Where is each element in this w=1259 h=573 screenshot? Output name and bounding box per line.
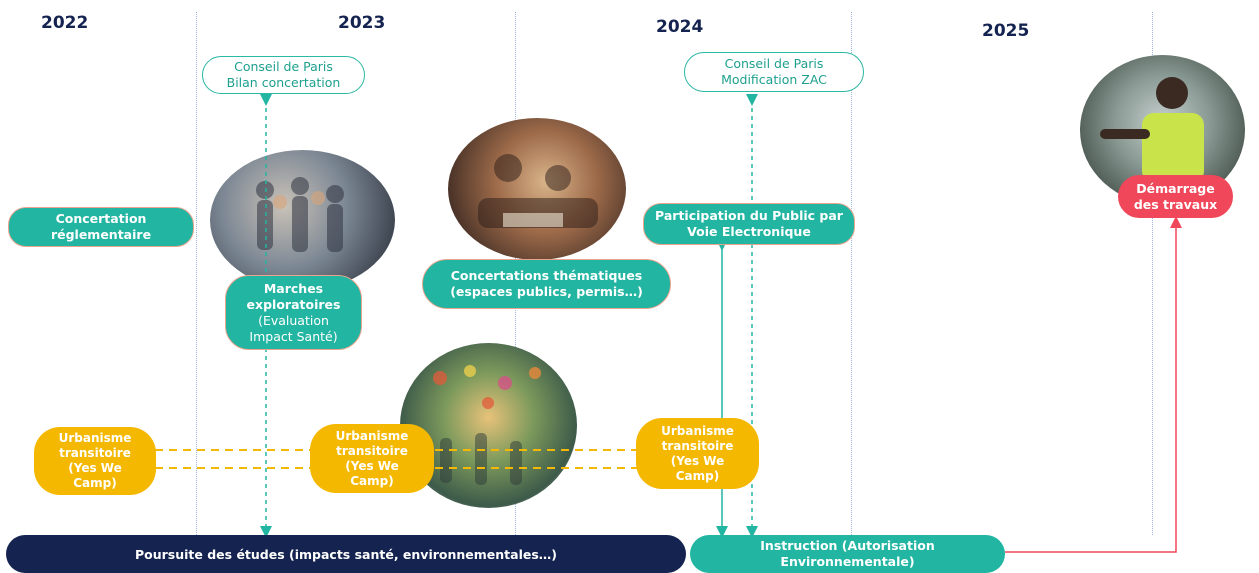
- marches-exploratoires: Marches exploratoires (Evaluation Impact…: [225, 275, 362, 350]
- concertations-thematiques: Concertations thématiques (espaces publi…: [422, 259, 671, 309]
- marches-title: Marches exploratoires: [246, 280, 341, 312]
- urbanisme-transitoire-3: Urbanisme transitoire (Yes We Camp): [636, 418, 759, 489]
- year-divider-4: [1152, 12, 1153, 535]
- concertation-reglementaire: Concertation réglementaire: [8, 207, 194, 247]
- year-divider-1: [196, 12, 197, 535]
- poursuite-etudes-bar: Poursuite des études (impacts santé, env…: [6, 535, 686, 573]
- marches-subtitle: (Evaluation Impact Santé): [249, 312, 338, 344]
- year-2022: 2022: [41, 13, 89, 33]
- participation-public: Participation du Public par Voie Electro…: [643, 203, 855, 245]
- worker-figure: [1100, 77, 1204, 183]
- year-2025: 2025: [982, 21, 1030, 41]
- instruction-to-travaux: [1005, 216, 1182, 553]
- poursuite-etudes-label: Poursuite des études (impacts santé, env…: [134, 546, 557, 562]
- demarrage-travaux: Démarrage des travaux: [1118, 175, 1233, 218]
- year-2023: 2023: [338, 13, 386, 33]
- conseil-paris-2024: Conseil de Paris Modification ZAC: [684, 52, 864, 92]
- year-divider-3: [851, 12, 852, 535]
- year-2024: 2024: [656, 17, 704, 37]
- urbanisme-transitoire-2: Urbanisme transitoire (Yes We Camp): [310, 424, 434, 493]
- workshop-figures: [478, 154, 598, 228]
- urbanisme-transitoire-1: Urbanisme transitoire (Yes We Camp): [34, 427, 156, 495]
- instruction-bar: Instruction (Autorisation Environnementa…: [690, 535, 1005, 573]
- conseil-paris-2023: Conseil de Paris Bilan concertation: [202, 56, 365, 94]
- workshop-photo: [448, 118, 626, 260]
